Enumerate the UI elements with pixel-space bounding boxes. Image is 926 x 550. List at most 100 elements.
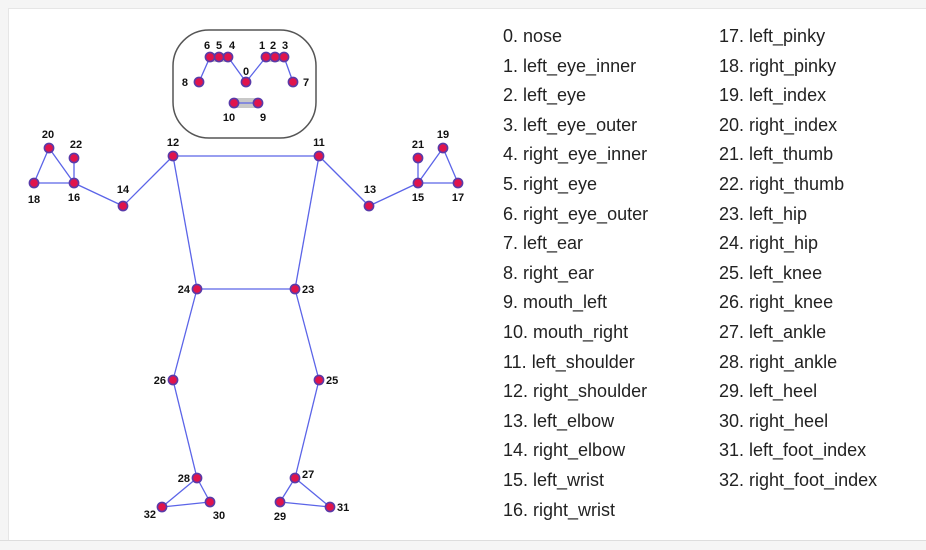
keypoint-9 (252, 97, 264, 109)
connection-13-15 (368, 182, 419, 207)
skeleton-connections (33, 56, 459, 508)
keypoint-8 (193, 76, 205, 88)
keypoint-20 (43, 142, 55, 154)
figure-card (8, 8, 926, 541)
keypoint-22 (68, 152, 80, 164)
legend-item: 29. left_heel (719, 381, 818, 402)
connection-26-28 (172, 379, 198, 479)
legend-item: 8. right_ear (503, 262, 595, 283)
connection-24-26 (172, 288, 198, 381)
keypoint-13 (363, 200, 375, 212)
legend-item: 19. left_index (719, 85, 827, 106)
keypoint-18 (28, 177, 40, 189)
keypoint-label-27: 27 (302, 469, 314, 481)
connection-12-24 (172, 155, 198, 290)
keypoint-19 (437, 142, 449, 154)
connection-17-19 (442, 147, 459, 184)
keypoint-label-25: 25 (326, 375, 338, 387)
keypoint-label-13: 13 (364, 184, 376, 196)
keypoint-label-31: 31 (337, 502, 349, 514)
keypoint-label-15: 15 (412, 192, 424, 204)
keypoint-11 (313, 150, 325, 162)
keypoint-32 (156, 501, 168, 513)
keypoint-23 (289, 283, 301, 295)
connection-30-32 (161, 501, 211, 508)
keypoint-label-19: 19 (437, 129, 449, 141)
keypoint-label-7: 7 (303, 77, 309, 89)
keypoint-label-9: 9 (260, 112, 266, 124)
legend-item: 0. nose (503, 26, 563, 46)
legend-item: 24. right_hip (719, 233, 819, 254)
keypoint-21 (412, 152, 424, 164)
divider (0, 540, 926, 541)
connection-12-14 (122, 155, 174, 207)
keypoint-label-8: 8 (182, 77, 188, 89)
keypoint-28 (191, 472, 203, 484)
connection-11-23 (294, 155, 320, 290)
keypoint-27 (289, 472, 301, 484)
keypoint-12 (167, 150, 179, 162)
legend-item: 15. left_wrist (503, 469, 605, 490)
legend-item: 10. mouth_right (503, 321, 629, 342)
connection-28-32 (161, 477, 198, 508)
keypoint-5 (213, 51, 225, 63)
legend-item: 25. left_knee (719, 262, 823, 283)
legend-item: 27. left_ankle (719, 321, 827, 342)
legend-item: 30. right_heel (719, 410, 829, 431)
keypoint-26 (167, 374, 179, 386)
connection-14-16 (73, 182, 124, 207)
keypoint-17 (452, 177, 464, 189)
legend-item: 28. right_ankle (719, 351, 838, 372)
keypoint-label-0: 0 (243, 66, 249, 78)
keypoint-label-6: 6 (204, 40, 210, 52)
legend-item: 21. left_thumb (719, 144, 834, 165)
keypoint-30 (204, 496, 216, 508)
keypoint-0 (240, 76, 252, 88)
keypoint-label-14: 14 (117, 184, 130, 196)
keypoint-3 (278, 51, 290, 63)
keypoint-label-21: 21 (412, 139, 424, 151)
keypoint-label-29: 29 (274, 511, 286, 523)
keypoint-31 (324, 501, 336, 513)
keypoint-label-11: 11 (313, 137, 325, 149)
connection-25-27 (294, 379, 320, 479)
keypoint-6 (204, 51, 216, 63)
keypoint-2 (269, 51, 281, 63)
keypoint-label-12: 12 (167, 137, 179, 149)
legend-item: 2. left_eye (503, 85, 587, 106)
keypoint-label-3: 3 (282, 40, 288, 52)
keypoint-label-28: 28 (178, 473, 190, 485)
legend-item: 18. right_pinky (719, 55, 837, 76)
legend-item: 6. right_eye_outer (503, 203, 649, 224)
keypoint-7 (287, 76, 299, 88)
connection-15-19 (417, 147, 444, 184)
keypoint-label-4: 4 (229, 40, 236, 52)
legend-item: 1. left_eye_inner (503, 55, 637, 76)
legend-column-1: 0. nose 1. left_eye_inner 2. left_eye 3.… (503, 22, 648, 525)
keypoint-label-24: 24 (178, 284, 191, 296)
legend-column-2: 17. left_pinky 18. right_pinky 19. left_… (719, 22, 877, 496)
legend-item: 31. left_foot_index (719, 440, 867, 461)
keypoint-4 (222, 51, 234, 63)
keypoint-label-5: 5 (216, 40, 222, 52)
legend-item: 12. right_shoulder (503, 381, 648, 402)
connection-11-13 (318, 155, 370, 207)
keypoint-label-18: 18 (28, 194, 40, 206)
legend-item: 23. left_hip (719, 203, 808, 224)
legend-item: 22. right_thumb (719, 173, 845, 194)
connection-27-31 (294, 477, 331, 508)
legend-item: 20. right_index (719, 114, 838, 135)
keypoint-1 (260, 51, 272, 63)
keypoints (28, 51, 464, 513)
legend-item: 11. left_shoulder (503, 351, 635, 372)
keypoint-label-26: 26 (154, 375, 166, 387)
keypoint-label-10: 10 (223, 112, 235, 124)
keypoint-24 (191, 283, 203, 295)
legend-item: 16. right_wrist (503, 499, 616, 520)
keypoint-15 (412, 177, 424, 189)
keypoint-label-30: 30 (213, 510, 225, 522)
legend-item: 7. left_ear (503, 233, 584, 254)
connection-18-20 (33, 147, 50, 184)
legend-item: 4. right_eye_inner (503, 144, 648, 165)
